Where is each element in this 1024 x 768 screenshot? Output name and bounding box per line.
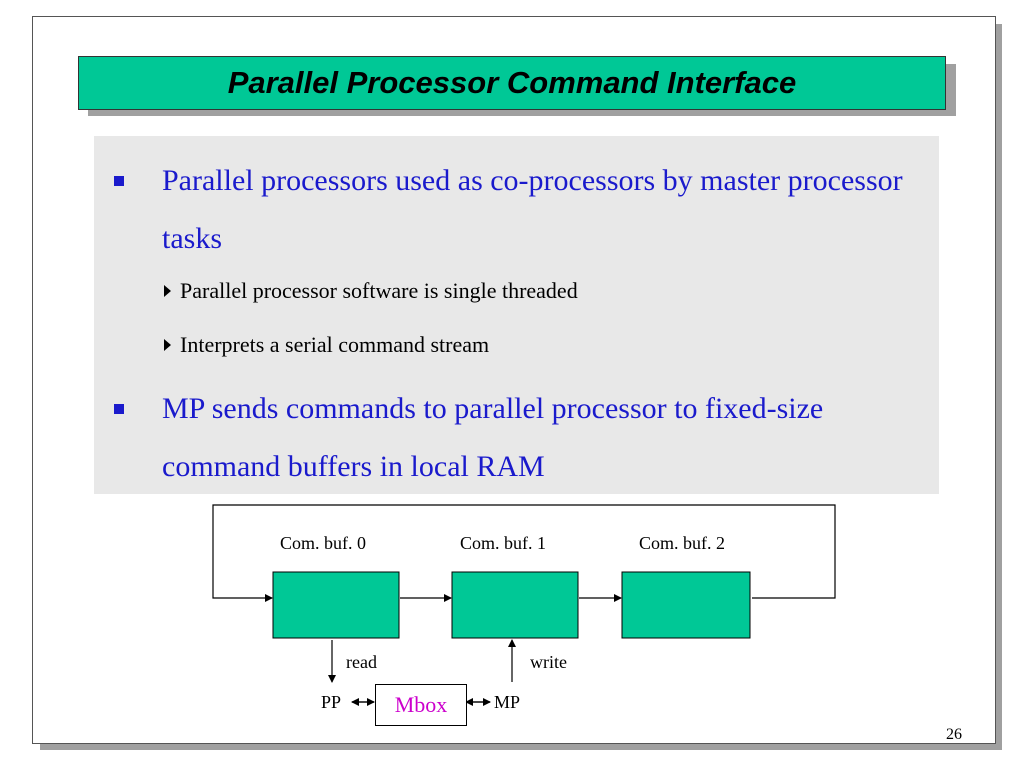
bullet-2: MP sends commands to parallel processor … xyxy=(114,380,904,496)
feedback-loop-line xyxy=(212,504,836,602)
sub-bullet-1-text: Parallel processor software is single th… xyxy=(180,278,578,303)
page-title: Parallel Processor Command Interface xyxy=(227,65,797,100)
buffer-1-label: Com. buf. 1 xyxy=(460,533,547,553)
command-buffer-0 xyxy=(272,571,400,639)
read-label: read xyxy=(346,652,377,672)
page-number: 26 xyxy=(946,726,962,743)
title-bar: Parallel Processor Command Interface xyxy=(78,56,946,110)
bullet-1-text: Parallel processors used as co-processor… xyxy=(162,164,903,255)
mbox-label: Mbox xyxy=(394,692,448,717)
buffer-0-label: Com. buf. 0 xyxy=(280,533,367,553)
mbox: Mbox xyxy=(375,684,467,726)
square-bullet-icon xyxy=(114,176,124,186)
square-bullet-icon xyxy=(114,404,124,414)
write-label: write xyxy=(530,652,567,672)
sub-bullet-2-text: Interprets a serial command stream xyxy=(180,332,490,357)
command-buffer-1 xyxy=(451,571,579,639)
bullet-2-text: MP sends commands to parallel processor … xyxy=(162,392,824,483)
triangle-bullet-icon xyxy=(164,339,171,351)
content-box: Parallel processors used as co-processor… xyxy=(94,136,939,494)
pp-label: PP xyxy=(321,692,342,712)
triangle-bullet-icon xyxy=(164,285,171,297)
bullet-1: Parallel processors used as co-processor… xyxy=(114,152,904,268)
command-buffer-2 xyxy=(621,571,751,639)
buffer-2-label: Com. buf. 2 xyxy=(639,533,726,553)
mp-label: MP xyxy=(494,692,521,712)
